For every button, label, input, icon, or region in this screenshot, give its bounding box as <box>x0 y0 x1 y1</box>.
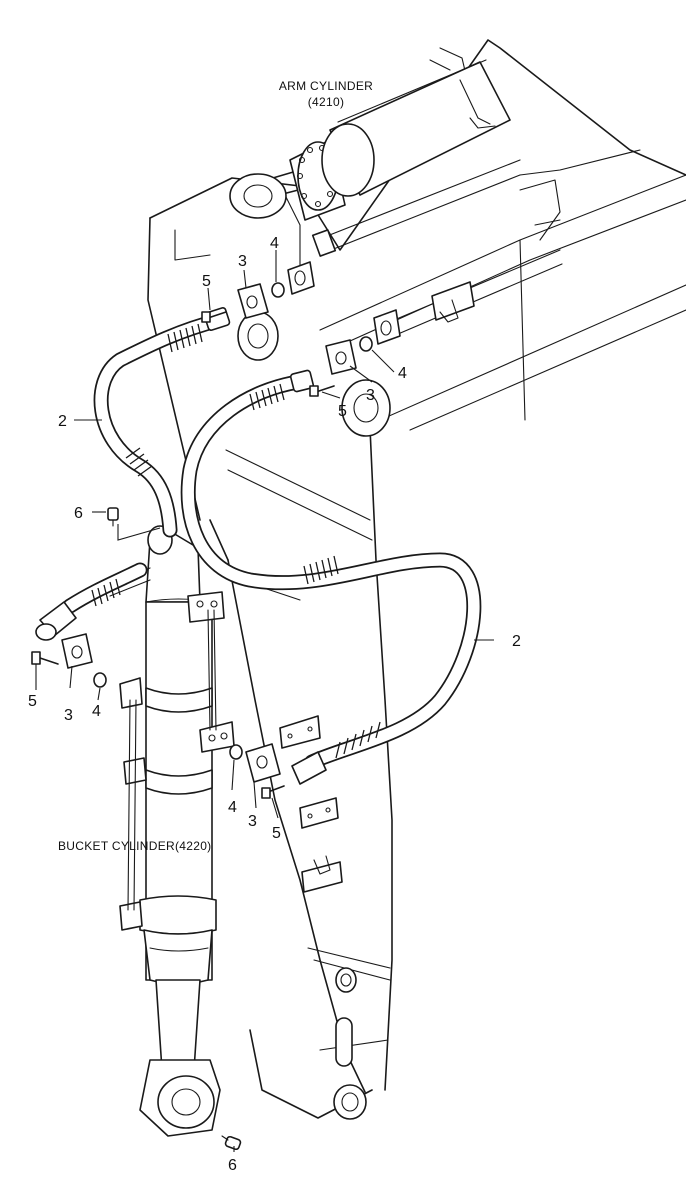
oring-top-right <box>359 336 373 352</box>
arm-structure <box>147 39 686 1120</box>
callout-flange-top-left: 3 <box>238 253 247 270</box>
arm-cylinder <box>229 59 563 345</box>
bucket-cylinder-name: BUCKET CYLINDER(4220) <box>58 839 211 853</box>
grease-nipple-upper <box>107 507 119 527</box>
bolt-top-left <box>201 311 227 323</box>
callout-bolt-bottom: 5 <box>272 825 281 842</box>
bolt-bottom <box>261 785 285 799</box>
callout-bolt-top-left: 5 <box>202 273 211 290</box>
flange-bottom <box>245 743 281 783</box>
callout-hose-upper: 2 <box>58 413 67 430</box>
callout-oring-mid-left: 4 <box>92 703 101 720</box>
callout-oring-top-right: 4 <box>398 365 407 382</box>
callout-grease-lower: 6 <box>228 1157 237 1174</box>
callout-oring-bottom: 4 <box>228 799 237 816</box>
leader-lines <box>35 250 494 1152</box>
bolt-top-right <box>309 385 335 397</box>
flange-top-right <box>325 339 357 375</box>
callout-bolt-top-right: 5 <box>338 403 347 420</box>
hose-long-loop <box>180 369 482 785</box>
callout-numbers: 2 2 3 3 3 3 4 4 4 4 5 5 5 5 6 6 <box>28 235 521 1174</box>
component-captions: ARM CYLINDER (4210) BUCKET CYLINDER(4220… <box>58 79 373 853</box>
oring-bottom <box>229 744 243 760</box>
callout-grease-upper: 6 <box>74 505 83 522</box>
oring-mid-left <box>93 672 107 688</box>
callout-bolt-mid-left: 5 <box>28 693 37 710</box>
flange-mid-left <box>61 633 93 669</box>
callout-flange-bottom: 3 <box>248 813 257 830</box>
grease-nipple-lower <box>221 1135 242 1151</box>
oring-top-left <box>271 282 285 298</box>
callout-oring-top-left: 4 <box>270 235 279 252</box>
callout-flange-mid-left: 3 <box>64 707 73 724</box>
flange-top-left <box>237 283 269 319</box>
bolt-mid-left <box>31 651 59 665</box>
arm-cylinder-code: (4210) <box>308 95 345 109</box>
bucket-cylinder <box>109 525 235 1137</box>
hose-lower-left-end <box>35 562 148 641</box>
hose-upper-left-sleeve <box>125 323 203 477</box>
arm-cylinder-name: ARM CYLINDER <box>279 79 373 93</box>
callout-hose-lower: 2 <box>512 633 521 650</box>
callout-flange-top-right: 3 <box>366 387 375 404</box>
hose-long-loop-sleeves <box>249 383 381 759</box>
